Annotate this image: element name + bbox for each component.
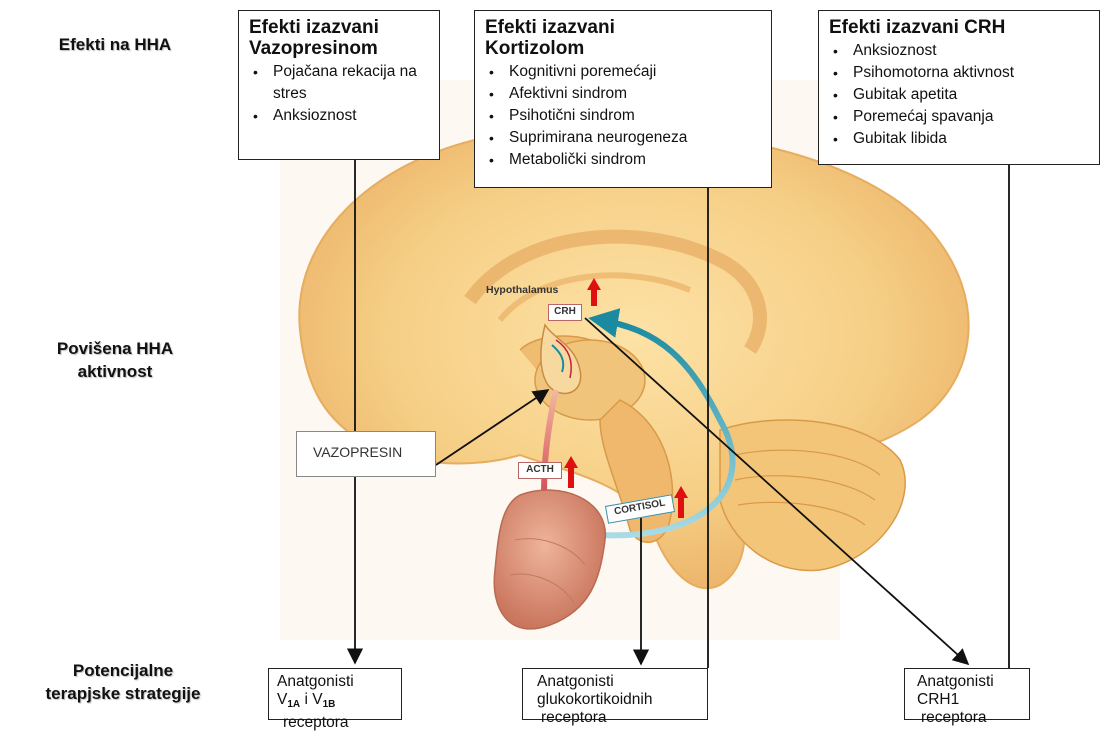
crh1-strategy-line2: CRH1 — [917, 691, 1021, 709]
sub-1b: 1B — [323, 699, 336, 710]
therapy-line2: terapjske strategije — [28, 683, 218, 706]
conj-i: i — [304, 691, 307, 708]
list-item: Anksioznost — [249, 105, 429, 127]
v-strategy-line2: V1A i V1B — [277, 691, 393, 714]
vasopressin-effects-list: Pojačana rekacija na stres Anksioznost — [249, 61, 429, 127]
crh1-strategy-box: Anatgonisti CRH1 receptora — [904, 668, 1030, 720]
list-item: Psihomotorna aktivnost — [829, 62, 1089, 84]
cortisol-effects-box: Efekti izazvani Kortizolom Kognitivni po… — [474, 10, 772, 188]
crh1-strategy-line1: Anatgonisti — [917, 673, 1021, 691]
increased-activity-line1: Povišena HHA — [30, 338, 200, 361]
v-strategy-line3: receptora — [277, 714, 393, 732]
gluco-strategy-line3: receptora — [537, 709, 699, 727]
vasopressin-label: VAZOPRESIN — [313, 444, 402, 460]
list-item: Psihotični sindrom — [485, 105, 761, 127]
cortisol-title-line2: Kortizolom — [485, 38, 761, 59]
list-item: Anksioznost — [829, 40, 1089, 62]
glucocorticoid-strategy-box: Anatgonisti glukokortikoidnih receptora — [522, 668, 708, 720]
therapy-line1: Potencijalne — [28, 660, 218, 683]
list-item: Afektivni sindrom — [485, 83, 761, 105]
list-item: Suprimirana neurogeneza — [485, 127, 761, 149]
gluco-strategy-line2: glukokortikoidnih — [537, 691, 699, 709]
increased-activity-row-label: Povišena HHA aktivnost — [30, 338, 200, 384]
increased-activity-line2: aktivnost — [30, 361, 200, 384]
cortisol-title-line1: Efekti izazvani — [485, 17, 761, 38]
v-strategy-line1: Anatgonisti — [277, 673, 393, 691]
vasopressin-title-line1: Efekti izazvani — [249, 17, 429, 38]
list-item: Kognitivni poremećaji — [485, 61, 761, 83]
cortisol-effects-list: Kognitivni poremećaji Afektivni sindrom … — [485, 61, 761, 171]
list-item: Gubitak apetita — [829, 84, 1089, 106]
crh-effects-box: Efekti izazvani CRH Anksioznost Psihomot… — [818, 10, 1100, 165]
cortisol-effects-title: Efekti izazvani Kortizolom — [485, 17, 761, 59]
vasopressin-effects-title: Efekti izazvani Vazopresinom — [249, 17, 429, 59]
crh-label: CRH — [548, 304, 582, 321]
v-letter-2: V — [312, 691, 322, 708]
crh1-strategy-line3: receptora — [917, 709, 1021, 727]
crh-effects-list: Anksioznost Psihomotorna aktivnost Gubit… — [829, 40, 1089, 150]
vasopressin-title-line2: Vazopresinom — [249, 38, 429, 59]
gluco-strategy-line1: Anatgonisti — [537, 673, 699, 691]
crh-effects-title: Efekti izazvani CRH — [829, 17, 1089, 38]
effects-row-label: Efekti na HHA — [30, 34, 200, 57]
vasopressin-label-box: VAZOPRESIN — [296, 431, 436, 477]
hypothalamus-label: Hypothalamus — [486, 284, 558, 296]
therapy-row-label: Potencijalne terapjske strategije — [28, 660, 218, 706]
list-item: Gubitak libida — [829, 128, 1089, 150]
sub-1a: 1A — [287, 699, 300, 710]
list-item: Metabolički sindrom — [485, 149, 761, 171]
list-item: Poremećaj spavanja — [829, 106, 1089, 128]
vasopressin-effects-box: Efekti izazvani Vazopresinom Pojačana re… — [238, 10, 440, 160]
v-receptors-strategy-box: Anatgonisti V1A i V1B receptora — [268, 668, 402, 720]
v-letter: V — [277, 691, 287, 708]
effects-row-text: Efekti na HHA — [59, 35, 171, 54]
acth-label: ACTH — [518, 462, 562, 479]
list-item: Pojačana rekacija na stres — [249, 61, 429, 105]
